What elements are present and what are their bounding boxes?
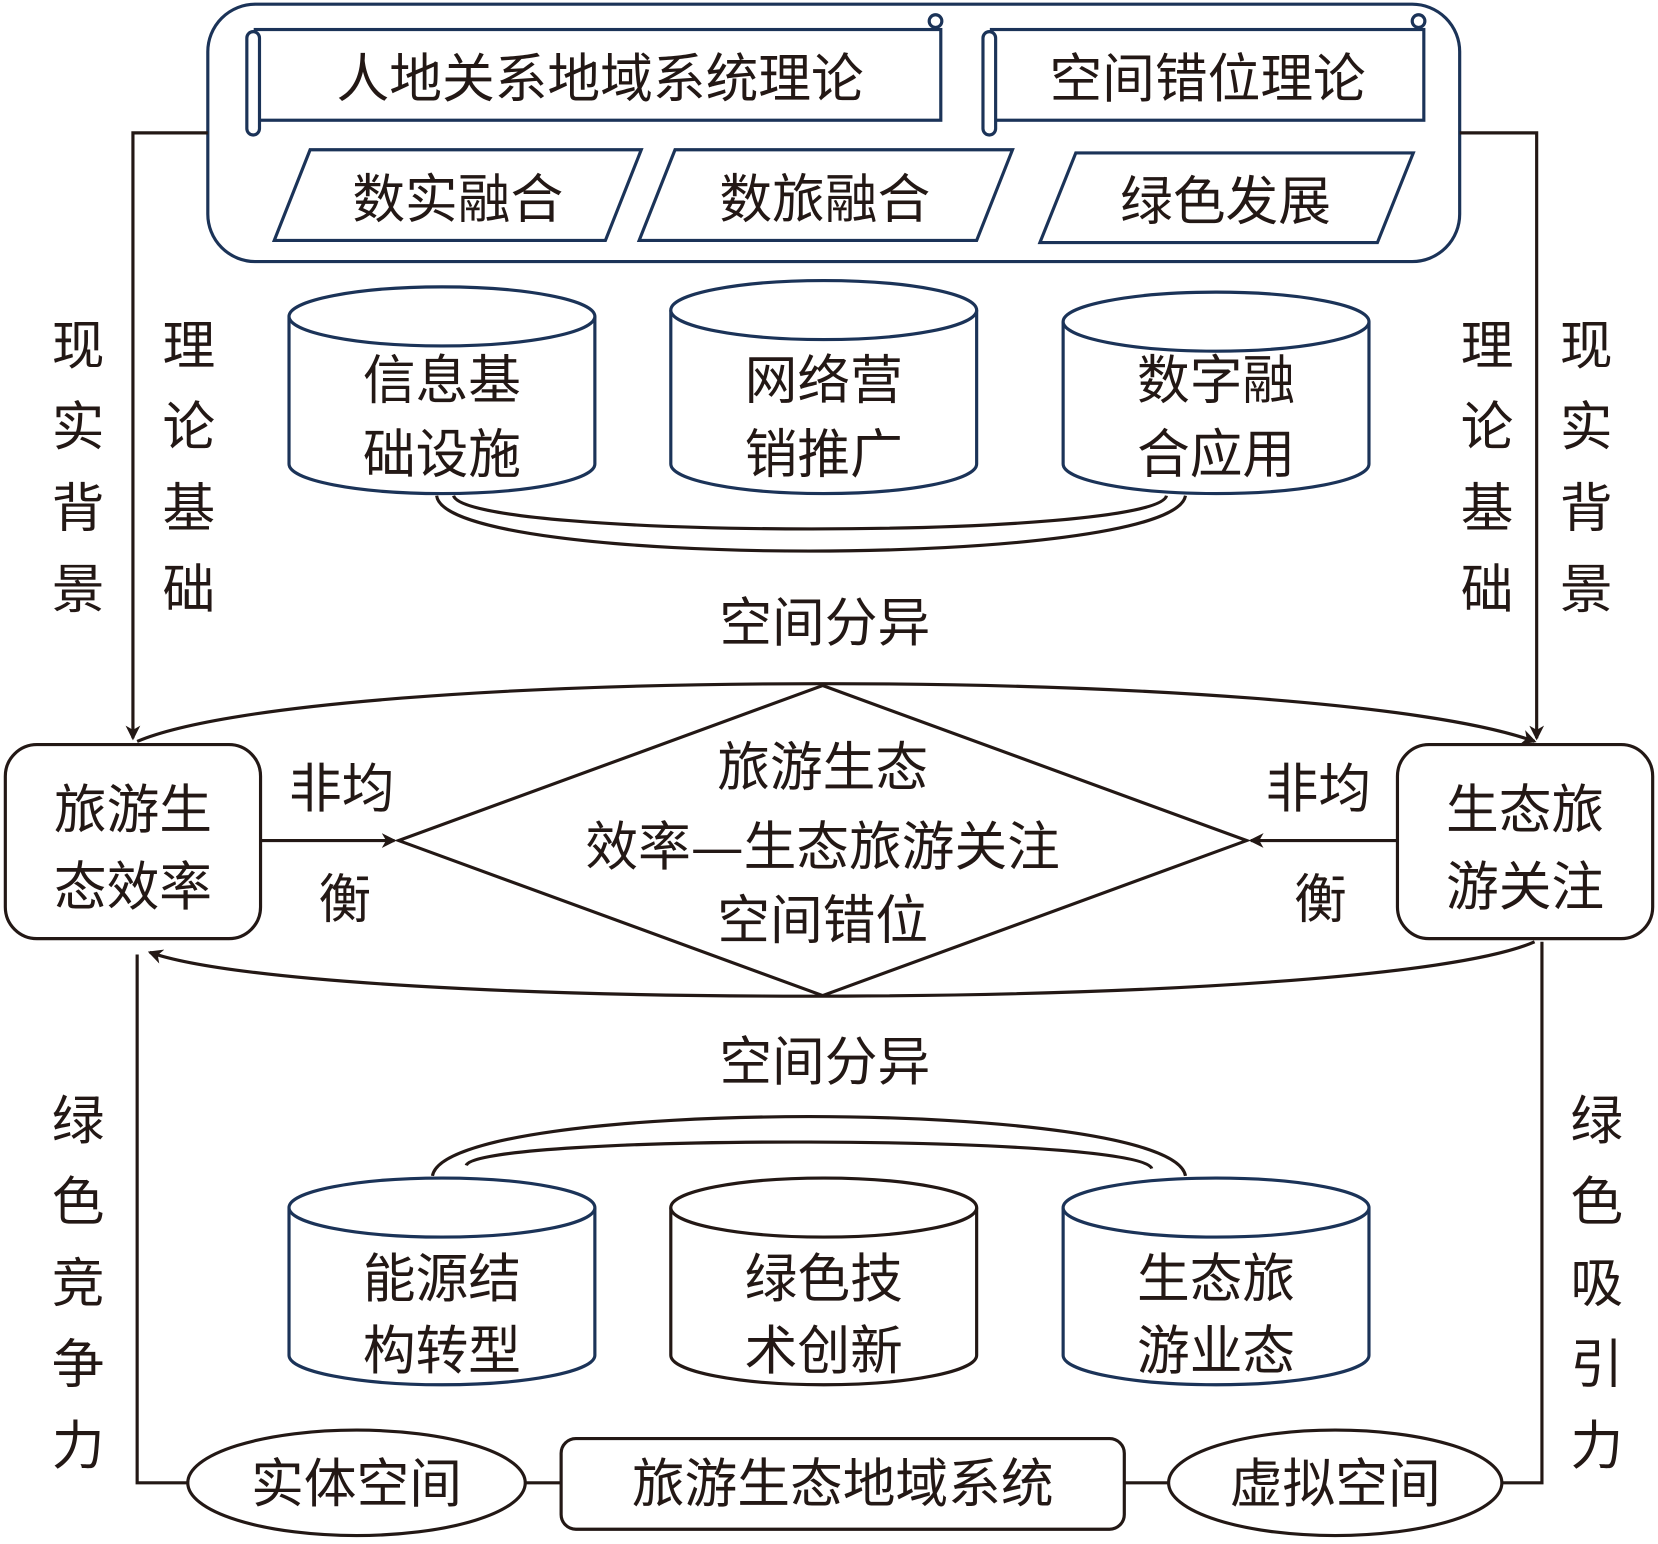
svg-text:旅游生态地域系统: 旅游生态地域系统 — [632, 1454, 1054, 1515]
svg-text:构转型: 构转型 — [363, 1321, 521, 1382]
svg-text:争: 争 — [52, 1335, 105, 1396]
svg-text:旅游生态: 旅游生态 — [717, 738, 928, 799]
svg-text:虚拟空间: 虚拟空间 — [1230, 1454, 1441, 1515]
svg-text:论: 论 — [1461, 397, 1514, 458]
tourism-eco-efficiency-box: 旅游生 态效率 — [3, 742, 263, 941]
svg-text:绿: 绿 — [52, 1091, 105, 1152]
upper-arc — [136, 682, 1537, 745]
svg-text:信息基: 信息基 — [363, 351, 521, 412]
cylinder-digital-application: 数字融 合应用 — [1061, 290, 1371, 496]
imbalance-right-bottom: 衡 — [1294, 870, 1347, 931]
svg-text:础设施: 础设施 — [363, 424, 521, 485]
svg-text:论: 论 — [162, 397, 215, 458]
side-label-right-green: 绿 色 吸 引 力 — [1570, 1091, 1623, 1477]
imbalance-right-top: 非均 — [1266, 759, 1371, 820]
physical-space-ellipse: 实体空间 — [186, 1428, 527, 1538]
para-digital-real: 数实融合 — [271, 148, 644, 243]
svg-text:游业态: 游业态 — [1137, 1321, 1295, 1382]
svg-text:态效率: 态效率 — [54, 857, 212, 918]
scroll-theory-2-label: 空间错位理论 — [1049, 49, 1365, 110]
left-bottom-connector — [135, 954, 188, 1485]
side-label-left-green: 绿 色 竞 争 力 — [52, 1091, 105, 1477]
svg-text:力: 力 — [52, 1416, 105, 1477]
bottom-cylinder-link — [430, 1115, 1188, 1177]
svg-text:旅游生: 旅游生 — [54, 780, 212, 841]
svg-text:数旅融合: 数旅融合 — [719, 169, 930, 230]
tourism-eco-system-box: 旅游生态地域系统 — [559, 1436, 1126, 1531]
svg-text:实体空间: 实体空间 — [251, 1454, 462, 1515]
imbalance-left-bottom: 衡 — [319, 870, 372, 931]
cylinder-network-marketing: 网络营 销推广 — [669, 278, 979, 496]
svg-text:效率—生态旅游关注: 效率—生态旅游关注 — [585, 817, 1059, 878]
svg-text:空间错位: 空间错位 — [717, 891, 928, 952]
svg-text:础: 础 — [1461, 559, 1514, 620]
svg-text:网络营: 网络营 — [745, 351, 903, 412]
lower-arc — [147, 940, 1536, 998]
side-label-left-theory: 理 论 基 础 — [162, 316, 215, 621]
svg-text:背: 背 — [1560, 478, 1613, 539]
svg-text:景: 景 — [52, 559, 105, 620]
svg-text:实: 实 — [52, 397, 105, 458]
svg-text:销推广: 销推广 — [745, 424, 903, 485]
imbalance-left-top: 非均 — [289, 759, 394, 820]
svg-text:绿色技: 绿色技 — [745, 1249, 903, 1310]
svg-text:绿色发展: 绿色发展 — [1120, 171, 1331, 232]
svg-text:基: 基 — [1461, 478, 1514, 539]
svg-text:实: 实 — [1560, 397, 1613, 458]
spatial-diff-top-label: 空间分异 — [719, 593, 930, 654]
svg-text:能源结: 能源结 — [363, 1249, 521, 1310]
para-green-development: 绿色发展 — [1037, 151, 1416, 245]
svg-text:理: 理 — [1461, 316, 1514, 377]
svg-text:吸: 吸 — [1570, 1253, 1623, 1314]
cylinder-info-infrastructure: 信息基 础设施 — [287, 285, 597, 496]
svg-text:术创新: 术创新 — [745, 1321, 903, 1382]
svg-text:数实融合: 数实融合 — [352, 169, 563, 230]
svg-text:生态旅: 生态旅 — [1137, 1249, 1295, 1310]
spatial-diff-bottom-label: 空间分异 — [719, 1032, 930, 1093]
svg-text:引: 引 — [1570, 1335, 1623, 1396]
virtual-space-ellipse: 虚拟空间 — [1167, 1428, 1504, 1538]
svg-text:现: 现 — [1560, 316, 1613, 377]
svg-text:合应用: 合应用 — [1137, 424, 1295, 485]
eco-tourism-attention-box: 生态旅 游关注 — [1395, 742, 1655, 941]
scroll-theory-2: 空间错位理论 — [981, 13, 1427, 137]
spatial-mismatch-diamond: 旅游生态 效率—生态旅游关注 空间错位 — [394, 683, 1252, 998]
side-label-right-theory: 理 论 基 础 — [1461, 316, 1514, 621]
side-label-right-reality: 现 实 背 景 — [1560, 316, 1613, 621]
svg-text:竞: 竞 — [52, 1253, 105, 1314]
right-connector — [1459, 131, 1545, 741]
left-connector — [125, 131, 208, 741]
svg-text:力: 力 — [1570, 1416, 1623, 1477]
svg-text:础: 础 — [162, 559, 215, 620]
right-bottom-connector — [1501, 941, 1544, 1485]
scroll-theory-1-label: 人地关系地域系统理论 — [337, 49, 864, 110]
para-digital-tourism: 数旅融合 — [636, 148, 1015, 243]
svg-text:基: 基 — [162, 478, 215, 539]
cylinder-green-tech: 绿色技 术创新 — [669, 1176, 979, 1387]
side-label-left-reality: 现 实 背 景 — [52, 316, 105, 621]
svg-text:景: 景 — [1560, 559, 1613, 620]
svg-text:背: 背 — [52, 478, 105, 539]
svg-text:色: 色 — [1570, 1172, 1623, 1233]
svg-text:生态旅: 生态旅 — [1446, 780, 1604, 841]
cylinder-eco-tourism-format: 生态旅 游业态 — [1061, 1176, 1371, 1387]
svg-text:色: 色 — [52, 1172, 105, 1233]
svg-text:理: 理 — [162, 316, 215, 377]
top-cylinder-link — [435, 494, 1188, 553]
scroll-theory-1: 人地关系地域系统理论 — [245, 13, 944, 137]
svg-text:数字融: 数字融 — [1137, 351, 1295, 412]
svg-text:现: 现 — [52, 316, 105, 377]
svg-text:绿: 绿 — [1570, 1091, 1623, 1152]
cylinder-energy-structure: 能源结 构转型 — [287, 1176, 597, 1387]
svg-text:游关注: 游关注 — [1446, 857, 1604, 918]
